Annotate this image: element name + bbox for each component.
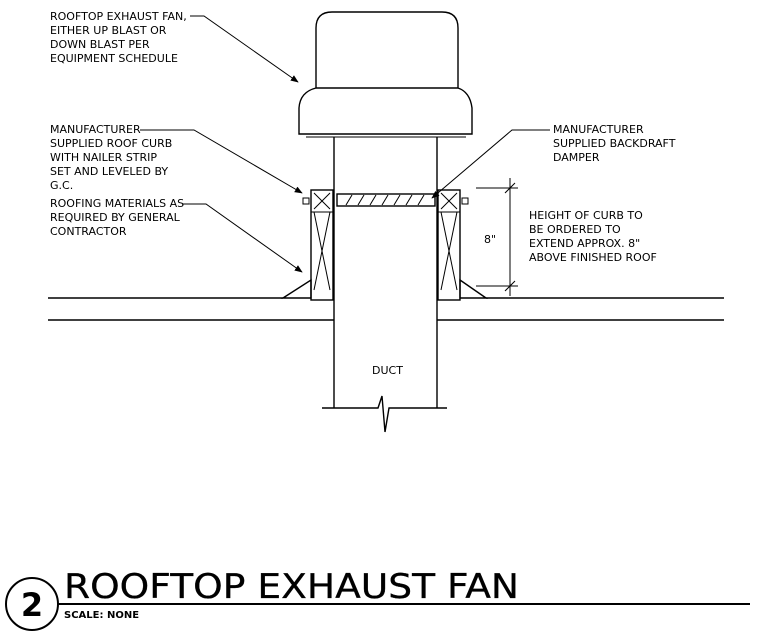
backdraft-damper [336, 193, 436, 207]
leader-lines [140, 15, 550, 273]
detail-title: ROOFTOP EXHAUST FAN [64, 567, 519, 607]
roof-curb [302, 189, 469, 301]
fan-note: ROOFTOP EXHAUST FAN, EITHER UP BLAST OR … [50, 10, 190, 65]
duct [322, 137, 447, 433]
curb-note: MANUFACTURER SUPPLIED ROOF CURB WITH NAI… [50, 123, 176, 192]
height-note: HEIGHT OF CURB TO BE ORDERED TO EXTEND A… [529, 209, 657, 264]
curb-height-dimension [476, 178, 518, 296]
duct-label: DUCT [372, 364, 403, 377]
exhaust-fan [298, 11, 473, 138]
damper-note: MANUFACTURER SUPPLIED BACKDRAFT DAMPER [553, 123, 679, 164]
roofing-note: ROOFING MATERIALS AS REQUIRED BY GENERAL… [50, 197, 188, 238]
detail-number: 2 [21, 586, 43, 624]
dimension-label: 8" [484, 233, 496, 246]
roof-line [48, 278, 724, 321]
scale-label: SCALE: NONE [64, 610, 139, 621]
title-block: 2 ROOFTOP EXHAUST FAN SCALE: NONE [5, 567, 750, 631]
